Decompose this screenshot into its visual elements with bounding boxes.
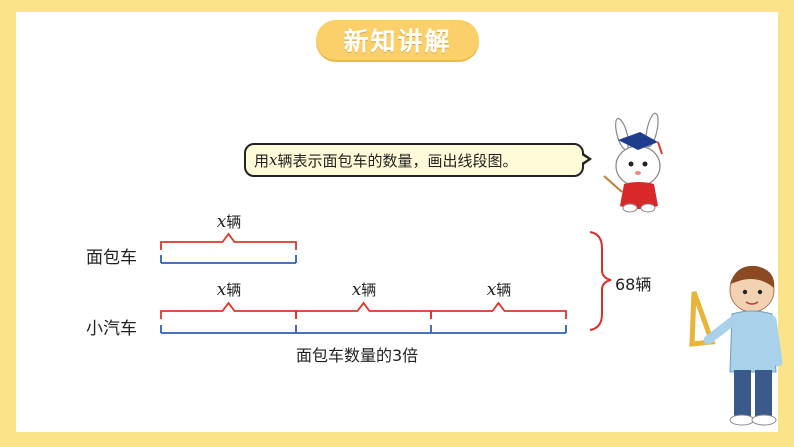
segment-label: x辆 [217, 279, 242, 300]
segment-var: x [351, 280, 362, 300]
total-brace [589, 231, 612, 331]
segment-var: x [486, 280, 497, 300]
segment-label: x辆 [487, 279, 512, 300]
slide-canvas [16, 12, 778, 432]
segment-unit: 辆 [496, 281, 512, 299]
total-label: 68辆 [615, 275, 652, 294]
segment-unit: 辆 [226, 281, 242, 299]
segment-label: x辆 [352, 279, 377, 300]
bubble-suffix: 辆表示面包车的数量，画出线段图。 [277, 151, 518, 170]
row-label-car: 小汽车 [86, 319, 137, 339]
segment-unit: 辆 [361, 281, 377, 299]
bubble-variable: x [269, 151, 278, 169]
segment-label: x辆 [217, 211, 242, 232]
bubble-tail-fill [580, 154, 588, 164]
bubble-prefix: 用 [254, 151, 270, 170]
segment-brace [295, 301, 432, 319]
segment-unit: 辆 [226, 213, 242, 231]
slide-title: 新知讲解 [316, 20, 479, 60]
segment-brace [160, 301, 297, 319]
segment-var: x [216, 212, 227, 232]
row-label-bread-van: 面包车 [86, 248, 137, 268]
multiple-label: 面包车数量的3倍 [296, 346, 419, 365]
boy-with-ruler-icon [689, 265, 783, 426]
segment-brace [160, 232, 297, 250]
segment-var: x [216, 280, 227, 300]
segment-brace [430, 301, 567, 319]
bunny-teacher-icon [603, 112, 663, 213]
